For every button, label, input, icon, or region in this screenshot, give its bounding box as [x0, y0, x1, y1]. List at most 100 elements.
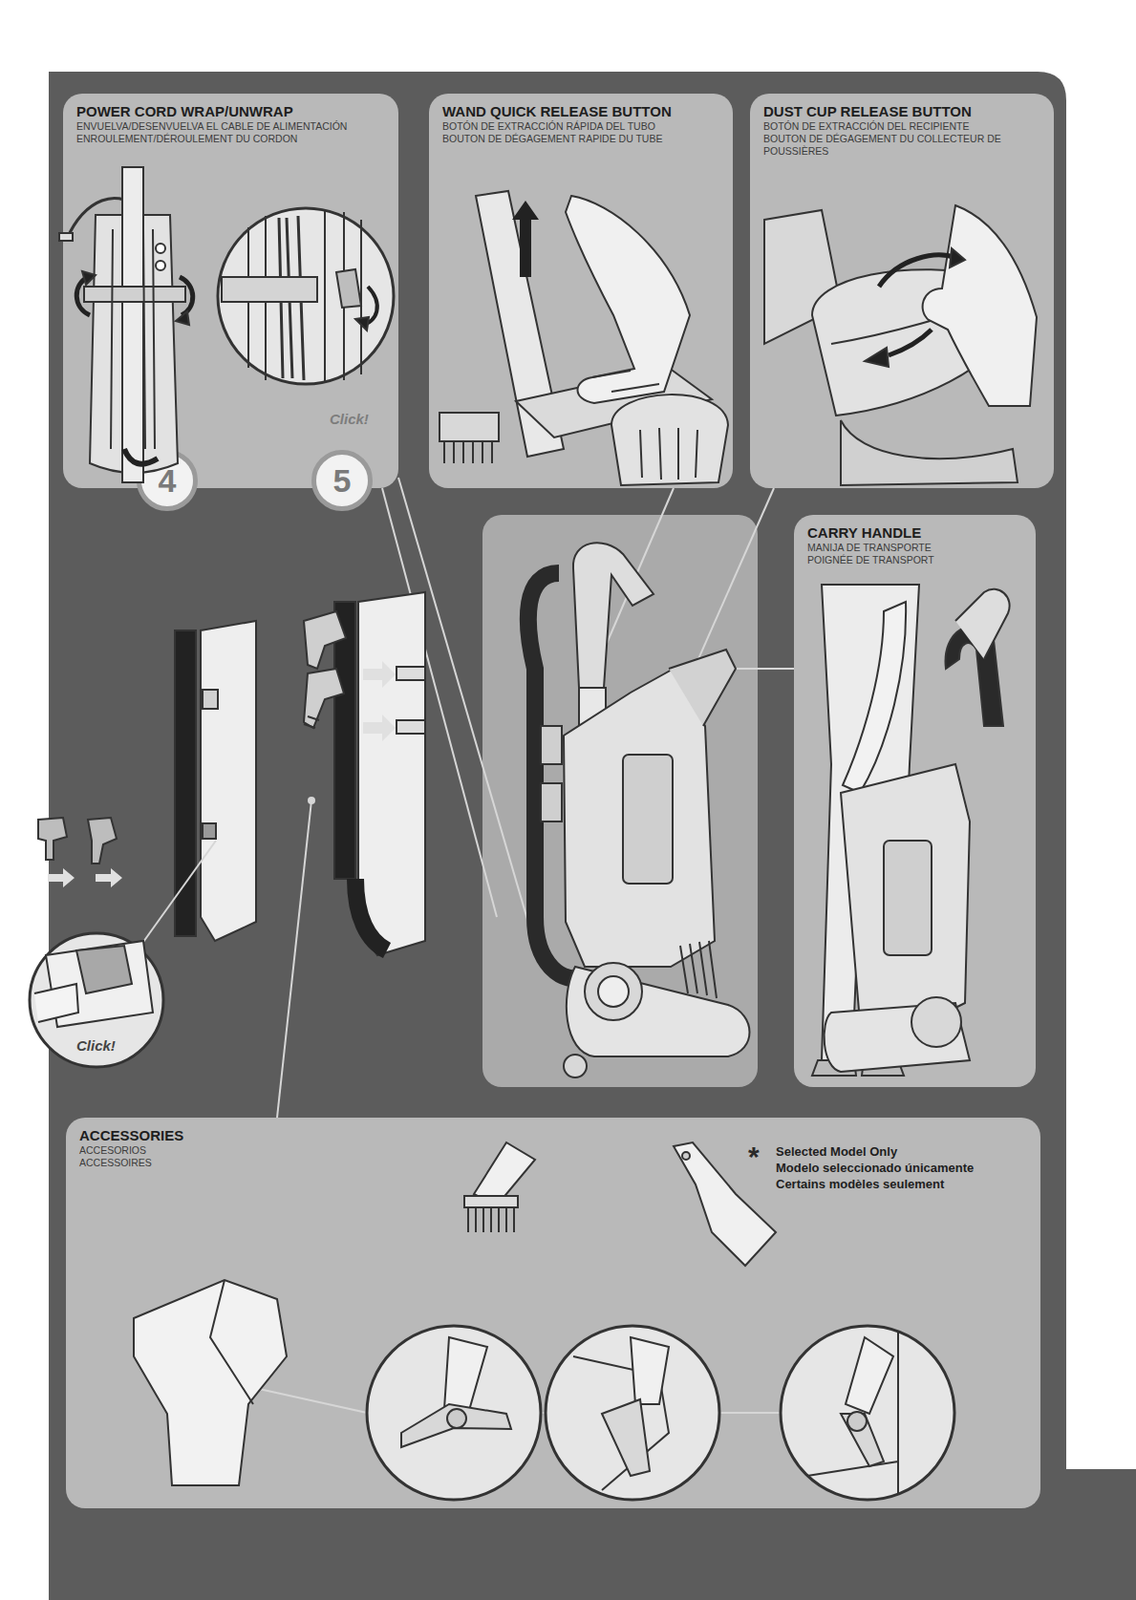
wand-release-drawing	[611, 394, 729, 486]
carry-drawing	[812, 584, 1010, 1076]
step-4-drawing	[29, 933, 164, 1068]
accessory-drawing	[845, 1337, 894, 1415]
step-4-drawing	[202, 823, 216, 839]
cord-wrap-drawing	[122, 167, 144, 483]
dust-cup-drawing	[922, 205, 1037, 407]
feature-panel: ACCESSORIESACCESORIOSACCESSOIRES	[65, 1117, 1041, 1509]
carry-drawing	[842, 601, 906, 794]
accessory-drawing	[840, 1414, 884, 1467]
vacuum-drawing	[598, 976, 629, 1008]
cord-wrap-drawing	[59, 233, 73, 241]
carry-drawing	[911, 997, 962, 1048]
leader-line	[382, 488, 497, 918]
step-4-drawing	[133, 840, 216, 956]
dust-cup-drawing	[878, 255, 956, 287]
panel-subheading: MANIJA DE TRANSPORTE	[807, 541, 1023, 555]
accessory-drawing	[133, 1280, 287, 1486]
step-number: 4	[158, 463, 177, 498]
feature-panel: POWER CORD WRAP/UNWRAPENVUELVA/DESENVUEL…	[63, 93, 399, 489]
panel-subheading: ENROULEMENT/DÉROULEMENT DU CORDON	[76, 132, 386, 146]
feature-panel: CARRY HANDLEMANIJA DE TRANSPORTEPOIGNÉE …	[793, 514, 1036, 1088]
vacuum-drawing	[584, 963, 643, 1021]
vacuum-drawing	[680, 941, 717, 999]
panel-subheading: BOUTON DE DÉGAGEMENT DU COLLECTEUR DE PO…	[763, 132, 1041, 158]
accessory-drawing	[133, 1142, 955, 1501]
leader-line	[719, 1412, 781, 1415]
wand-release-drawing	[439, 412, 499, 442]
accessory-drawing	[630, 1337, 669, 1405]
vacuum-drawing	[573, 542, 654, 688]
step-5-drawing	[363, 714, 396, 742]
step-4-drawing	[34, 984, 79, 1023]
vacuum-drawing	[540, 783, 562, 822]
vacuum-drawing	[528, 542, 751, 1078]
label-holder: Click!	[76, 1037, 116, 1055]
leader-dot	[307, 796, 316, 805]
step-number-circle: 4	[136, 450, 198, 512]
panel-heading: ACCESSORIES	[79, 1127, 1028, 1145]
step-4-drawing	[200, 621, 257, 942]
wand-release-drawing	[444, 441, 493, 464]
cord-wrap-drawing	[221, 277, 318, 302]
accessory-drawing	[601, 1399, 650, 1477]
accessory-drawing	[366, 1326, 541, 1501]
dust-cup-drawing	[941, 303, 970, 327]
panel-heading: POWER CORD WRAP/UNWRAP	[76, 103, 386, 121]
cord-wrap-drawing	[82, 271, 96, 285]
leader-line	[692, 667, 794, 670]
vacuum-drawing	[578, 687, 606, 774]
step-5-drawing	[396, 720, 426, 734]
accessory-drawing	[545, 1326, 720, 1501]
leader-dot	[246, 796, 316, 1392]
carry-drawing	[840, 764, 970, 1032]
panel-heading: DUST CUP RELEASE BUTTON	[763, 103, 1041, 121]
click-text: Click!	[76, 1037, 116, 1054]
carry-drawing	[955, 589, 1010, 660]
wand-release-drawing	[640, 428, 698, 480]
cord-wrap-drawing	[361, 286, 378, 325]
label-holder: Selected Model Only	[775, 1142, 898, 1160]
model-note: Selected Model Only	[775, 1144, 898, 1159]
center-panel	[482, 514, 758, 1088]
vacuum-drawing	[528, 573, 585, 979]
cord-wrap-drawing	[179, 277, 193, 316]
dust-cup-drawing	[949, 248, 965, 268]
carry-drawing	[883, 840, 932, 956]
step-5-drawing	[363, 661, 396, 688]
cord-wrap-drawing	[217, 208, 394, 385]
leader-line	[540, 1412, 546, 1415]
step-5-drawing	[396, 666, 426, 681]
cord-wrap-drawing	[59, 167, 394, 483]
cord-wrap-drawing	[110, 229, 155, 450]
panel-heading: CARRY HANDLE	[807, 524, 1023, 542]
cord-wrap-drawing	[248, 210, 362, 383]
accessory-drawing	[682, 1152, 690, 1160]
step-4-drawing	[45, 941, 153, 1028]
label-holder: Certains modèles seulement	[775, 1175, 944, 1193]
accessory-drawing	[473, 1142, 536, 1206]
step-4-drawing	[76, 945, 132, 994]
panel-heading: WAND QUICK RELEASE BUTTON	[442, 103, 720, 121]
dust-cup-drawing	[888, 329, 932, 356]
feature-panel: WAND QUICK RELEASE BUTTONBOTÓN DE EXTRAC…	[428, 93, 733, 489]
leader-line	[250, 477, 794, 1414]
wand-release-drawing	[475, 191, 564, 457]
dust-cup-drawing	[831, 296, 1004, 344]
vacuum-drawing	[540, 726, 562, 765]
step-number-circle: 5	[311, 450, 373, 512]
accessory-drawing	[673, 1142, 776, 1266]
accessory-drawing	[847, 1412, 867, 1432]
step-4-drawing	[29, 621, 257, 1068]
dust-cup-drawing	[812, 269, 1018, 416]
label-holder: *	[748, 1142, 760, 1172]
accessory-drawing	[447, 1409, 467, 1429]
leader-line	[250, 1387, 367, 1414]
panel-subheading: POIGNÉE DE TRANSPORT	[807, 554, 1023, 567]
step-5-drawing	[334, 601, 356, 879]
dust-cup-drawing	[764, 210, 841, 344]
vacuum-drawing	[563, 1054, 587, 1078]
vacuum-drawing	[622, 754, 673, 884]
label-holder: Click!	[329, 410, 369, 429]
step-4-drawing	[47, 868, 75, 888]
